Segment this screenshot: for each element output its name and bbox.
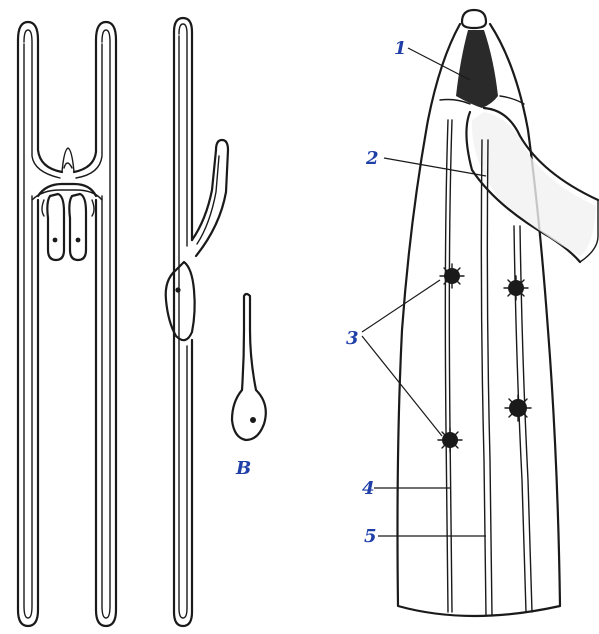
cell-nucleus xyxy=(250,417,256,423)
callout-2: 2 xyxy=(365,148,379,169)
paired-tube-diagram xyxy=(18,22,116,626)
cell-nucleus xyxy=(53,238,58,243)
panel-label-b: B xyxy=(235,458,251,479)
isolated-cell: B xyxy=(232,294,266,479)
callout-1: 1 xyxy=(394,38,407,59)
leader-line-3a xyxy=(362,280,440,332)
flame-cell xyxy=(438,428,462,452)
flame-cell xyxy=(504,276,528,300)
callout-3: 3 xyxy=(346,328,359,349)
cell-nucleus xyxy=(76,238,81,243)
body-segment-diagram: 1 2 3 4 5 xyxy=(346,10,598,616)
callout-4: 4 xyxy=(362,478,375,499)
flame-cell xyxy=(440,264,464,288)
branched-tube-diagram xyxy=(166,18,228,626)
callout-5: 5 xyxy=(364,526,377,547)
flame-cell xyxy=(505,395,531,421)
cell-nucleus xyxy=(175,287,180,292)
